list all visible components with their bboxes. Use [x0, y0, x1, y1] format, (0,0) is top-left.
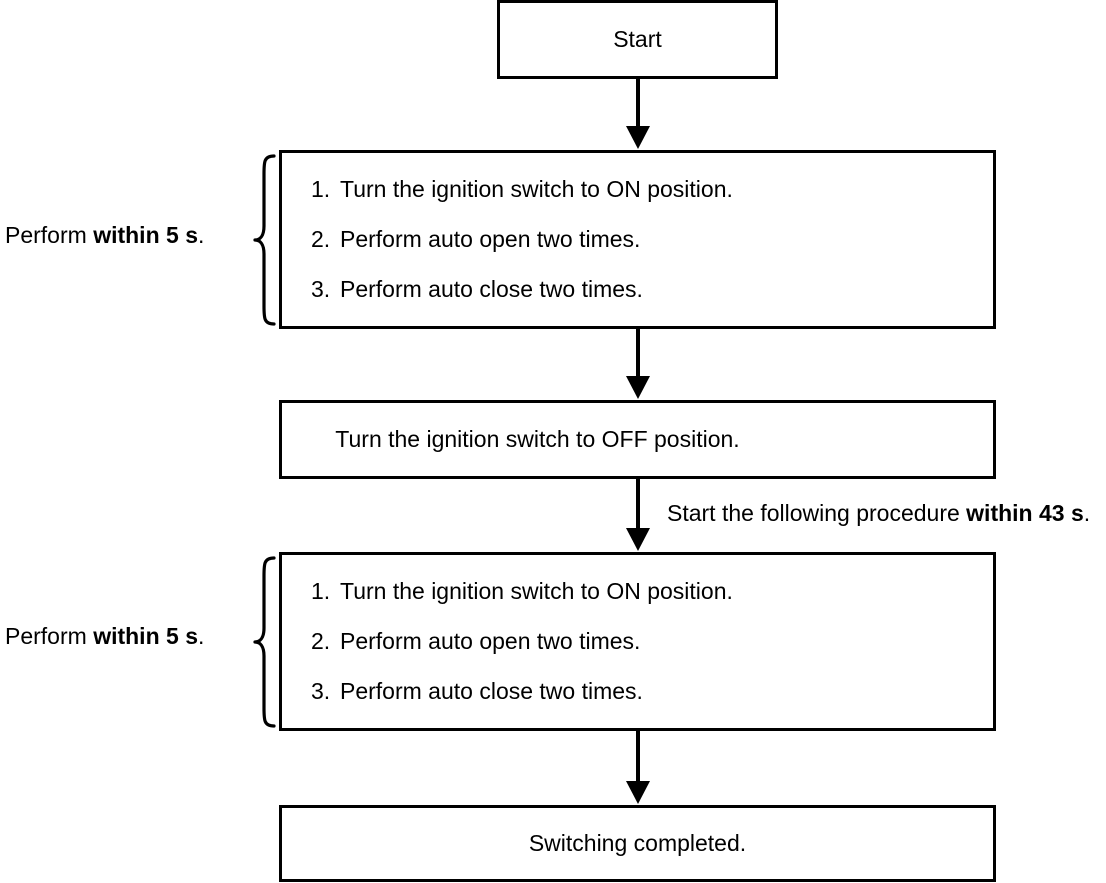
connector-procedure-2-to-completed — [636, 730, 640, 784]
arrowhead-procedure-2-to-completed — [626, 781, 650, 804]
step-number: 2. — [311, 628, 331, 654]
side-label-emphasis-1: within 5 s — [93, 222, 198, 248]
connector-ignition-off-to-procedure-2 — [636, 478, 640, 532]
list-item: 2. Perform auto open two times. — [311, 630, 993, 653]
arrowhead-ignition-off-to-procedure-2 — [626, 528, 650, 551]
step-number: 2. — [311, 226, 331, 252]
step-number: 1. — [311, 176, 331, 202]
step-text: Turn the ignition switch to ON position. — [340, 176, 733, 202]
side-label-perform-within-5s-1: Perform within 5 s. — [5, 224, 204, 247]
step-text: Perform auto close two times. — [340, 276, 643, 302]
side-label-suffix-2: . — [197, 623, 205, 649]
timing-note-emphasis: within 43 s — [966, 500, 1084, 526]
timing-note-suffix: . — [1083, 500, 1091, 526]
timing-note-prefix: Start the following procedure — [667, 500, 967, 526]
connector-start-to-procedure-1 — [636, 78, 640, 130]
node-procedure-2: 1. Turn the ignition switch to ON positi… — [279, 552, 996, 731]
node-ignition-off: Turn the ignition switch to OFF position… — [279, 400, 996, 479]
node-completed: Switching completed. — [279, 805, 996, 882]
node-procedure-1: 1. Turn the ignition switch to ON positi… — [279, 150, 996, 329]
side-label-prefix-2: Perform — [5, 623, 94, 649]
step-text: Perform auto open two times. — [340, 628, 641, 654]
side-label-prefix-1: Perform — [5, 222, 94, 248]
step-text: Perform auto open two times. — [340, 226, 641, 252]
curly-brace-2 — [253, 556, 276, 728]
step-number: 3. — [311, 678, 331, 704]
node-completed-label: Switching completed. — [528, 830, 747, 857]
side-label-perform-within-5s-2: Perform within 5 s. — [5, 625, 204, 648]
node-ignition-off-label: Turn the ignition switch to OFF position… — [335, 426, 740, 453]
arrowhead-start-to-procedure-1 — [626, 126, 650, 149]
list-item: 1. Turn the ignition switch to ON positi… — [311, 580, 993, 603]
procedure-1-step-list: 1. Turn the ignition switch to ON positi… — [311, 153, 993, 326]
timing-note-within-43s: Start the following procedure within 43 … — [667, 502, 1090, 525]
procedure-2-step-list: 1. Turn the ignition switch to ON positi… — [311, 555, 993, 728]
step-number: 1. — [311, 578, 331, 604]
step-text: Turn the ignition switch to ON position. — [340, 578, 733, 604]
list-item: 3. Perform auto close two times. — [311, 680, 993, 703]
list-item: 1. Turn the ignition switch to ON positi… — [311, 178, 993, 201]
side-label-suffix-1: . — [197, 222, 205, 248]
side-label-emphasis-2: within 5 s — [93, 623, 198, 649]
list-item: 2. Perform auto open two times. — [311, 228, 993, 251]
step-number: 3. — [311, 276, 331, 302]
curly-brace-1 — [253, 154, 276, 326]
connector-procedure-1-to-ignition-off — [636, 328, 640, 380]
node-start-label: Start — [613, 26, 662, 53]
list-item: 3. Perform auto close two times. — [311, 278, 993, 301]
arrowhead-procedure-1-to-ignition-off — [626, 376, 650, 399]
node-start: Start — [497, 0, 778, 79]
step-text: Perform auto close two times. — [340, 678, 643, 704]
